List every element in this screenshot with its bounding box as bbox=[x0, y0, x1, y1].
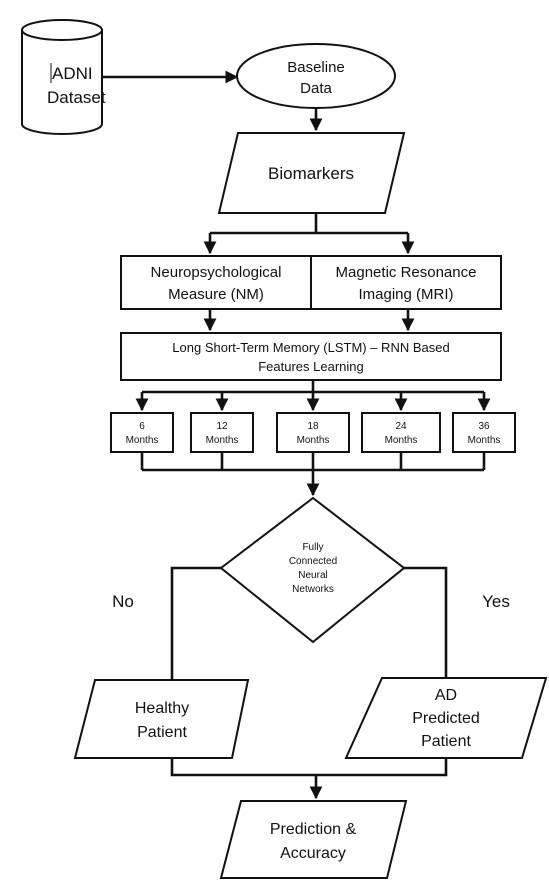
nm-box bbox=[120, 255, 312, 310]
baseline-ellipse bbox=[236, 43, 396, 109]
months-box bbox=[361, 412, 441, 453]
node-fully-connected-neural-networks: Fully Connected Neural Networks bbox=[219, 496, 406, 644]
months-unit: Months bbox=[468, 435, 501, 446]
months-box bbox=[452, 412, 516, 453]
months-value: 12 bbox=[216, 421, 228, 432]
node-mri: Magnetic Resonance Imaging (MRI) bbox=[310, 255, 502, 310]
months-box bbox=[190, 412, 254, 453]
mri-label-line1: Magnetic Resonance bbox=[336, 264, 477, 281]
healthy-parallelogram bbox=[73, 679, 250, 759]
months-unit: Months bbox=[126, 435, 159, 446]
fcnn-label-line1: Fully bbox=[302, 542, 323, 553]
months-unit: Months bbox=[385, 435, 418, 446]
node-biomarkers: Biomarkers bbox=[217, 132, 406, 214]
fcnn-label-line3: Neural bbox=[298, 570, 327, 581]
ad-label-line3: Patient bbox=[421, 733, 471, 750]
line-ad-down bbox=[316, 758, 448, 777]
line-healthy-down bbox=[170, 758, 316, 777]
healthy-label-line2: Patient bbox=[137, 724, 187, 741]
mri-box bbox=[310, 255, 502, 310]
lstm-box bbox=[120, 332, 502, 381]
branch-label-no: No bbox=[112, 592, 134, 611]
node-adni-dataset: ADNI Dataset bbox=[21, 19, 106, 135]
node-neuropsychological-measure: Neuropsychological Measure (NM) bbox=[120, 255, 312, 310]
node-24-months: 24 Months bbox=[361, 412, 441, 453]
prediction-parallelogram bbox=[219, 800, 408, 879]
lstm-label-line2: Features Learning bbox=[258, 359, 364, 374]
dataset-label-line1: ADNI bbox=[52, 64, 93, 83]
line-no-branch bbox=[170, 566, 221, 680]
branch-label-yes: Yes bbox=[482, 592, 510, 611]
node-6-months: 6 Months bbox=[110, 412, 174, 453]
connectors bbox=[102, 70, 491, 800]
prediction-label-line1: Prediction & bbox=[270, 821, 357, 838]
baseline-label-line1: Baseline bbox=[287, 59, 345, 76]
fcnn-label-line2: Connected bbox=[289, 556, 337, 567]
months-unit: Months bbox=[206, 435, 239, 446]
biomarkers-parallelogram bbox=[217, 132, 406, 214]
node-12-months: 12 Months bbox=[190, 412, 254, 453]
healthy-label-line1: Healthy bbox=[135, 700, 189, 717]
nm-label-line1: Neuropsychological bbox=[151, 264, 282, 281]
months-value: 36 bbox=[478, 421, 490, 432]
months-unit: Months bbox=[297, 435, 330, 446]
months-value: 18 bbox=[307, 421, 319, 432]
node-ad-predicted-patient: AD Predicted Patient bbox=[344, 677, 548, 759]
baseline-label-line2: Data bbox=[300, 80, 332, 97]
mri-label-line2: Imaging (MRI) bbox=[358, 286, 453, 303]
node-18-months: 18 Months bbox=[276, 412, 350, 453]
months-value: 24 bbox=[395, 421, 407, 432]
ad-label-line2: Predicted bbox=[412, 710, 480, 727]
biomarkers-label: Biomarkers bbox=[268, 164, 354, 183]
dataset-label-line2: Dataset bbox=[47, 88, 106, 107]
decision-diamond bbox=[219, 496, 406, 644]
node-prediction-accuracy: Prediction & Accuracy bbox=[219, 800, 408, 879]
months-box bbox=[110, 412, 174, 453]
node-lstm: Long Short-Term Memory (LSTM) – RNN Base… bbox=[120, 332, 502, 381]
fcnn-label-line4: Networks bbox=[292, 584, 334, 595]
line-yes-branch bbox=[404, 566, 448, 678]
prediction-label-line2: Accuracy bbox=[280, 845, 346, 862]
ad-parallelogram bbox=[344, 677, 548, 759]
node-baseline-data: Baseline Data bbox=[236, 43, 396, 109]
lstm-label-line1: Long Short-Term Memory (LSTM) – RNN Base… bbox=[172, 340, 449, 355]
node-36-months: 36 Months bbox=[452, 412, 516, 453]
months-value: 6 bbox=[139, 421, 145, 432]
database-cylinder-icon bbox=[21, 30, 103, 135]
node-healthy-patient: Healthy Patient bbox=[73, 679, 250, 759]
months-box bbox=[276, 412, 350, 453]
database-cylinder-top bbox=[21, 19, 103, 41]
ad-label-line1: AD bbox=[435, 687, 457, 704]
nm-label-line2: Measure (NM) bbox=[168, 286, 264, 303]
